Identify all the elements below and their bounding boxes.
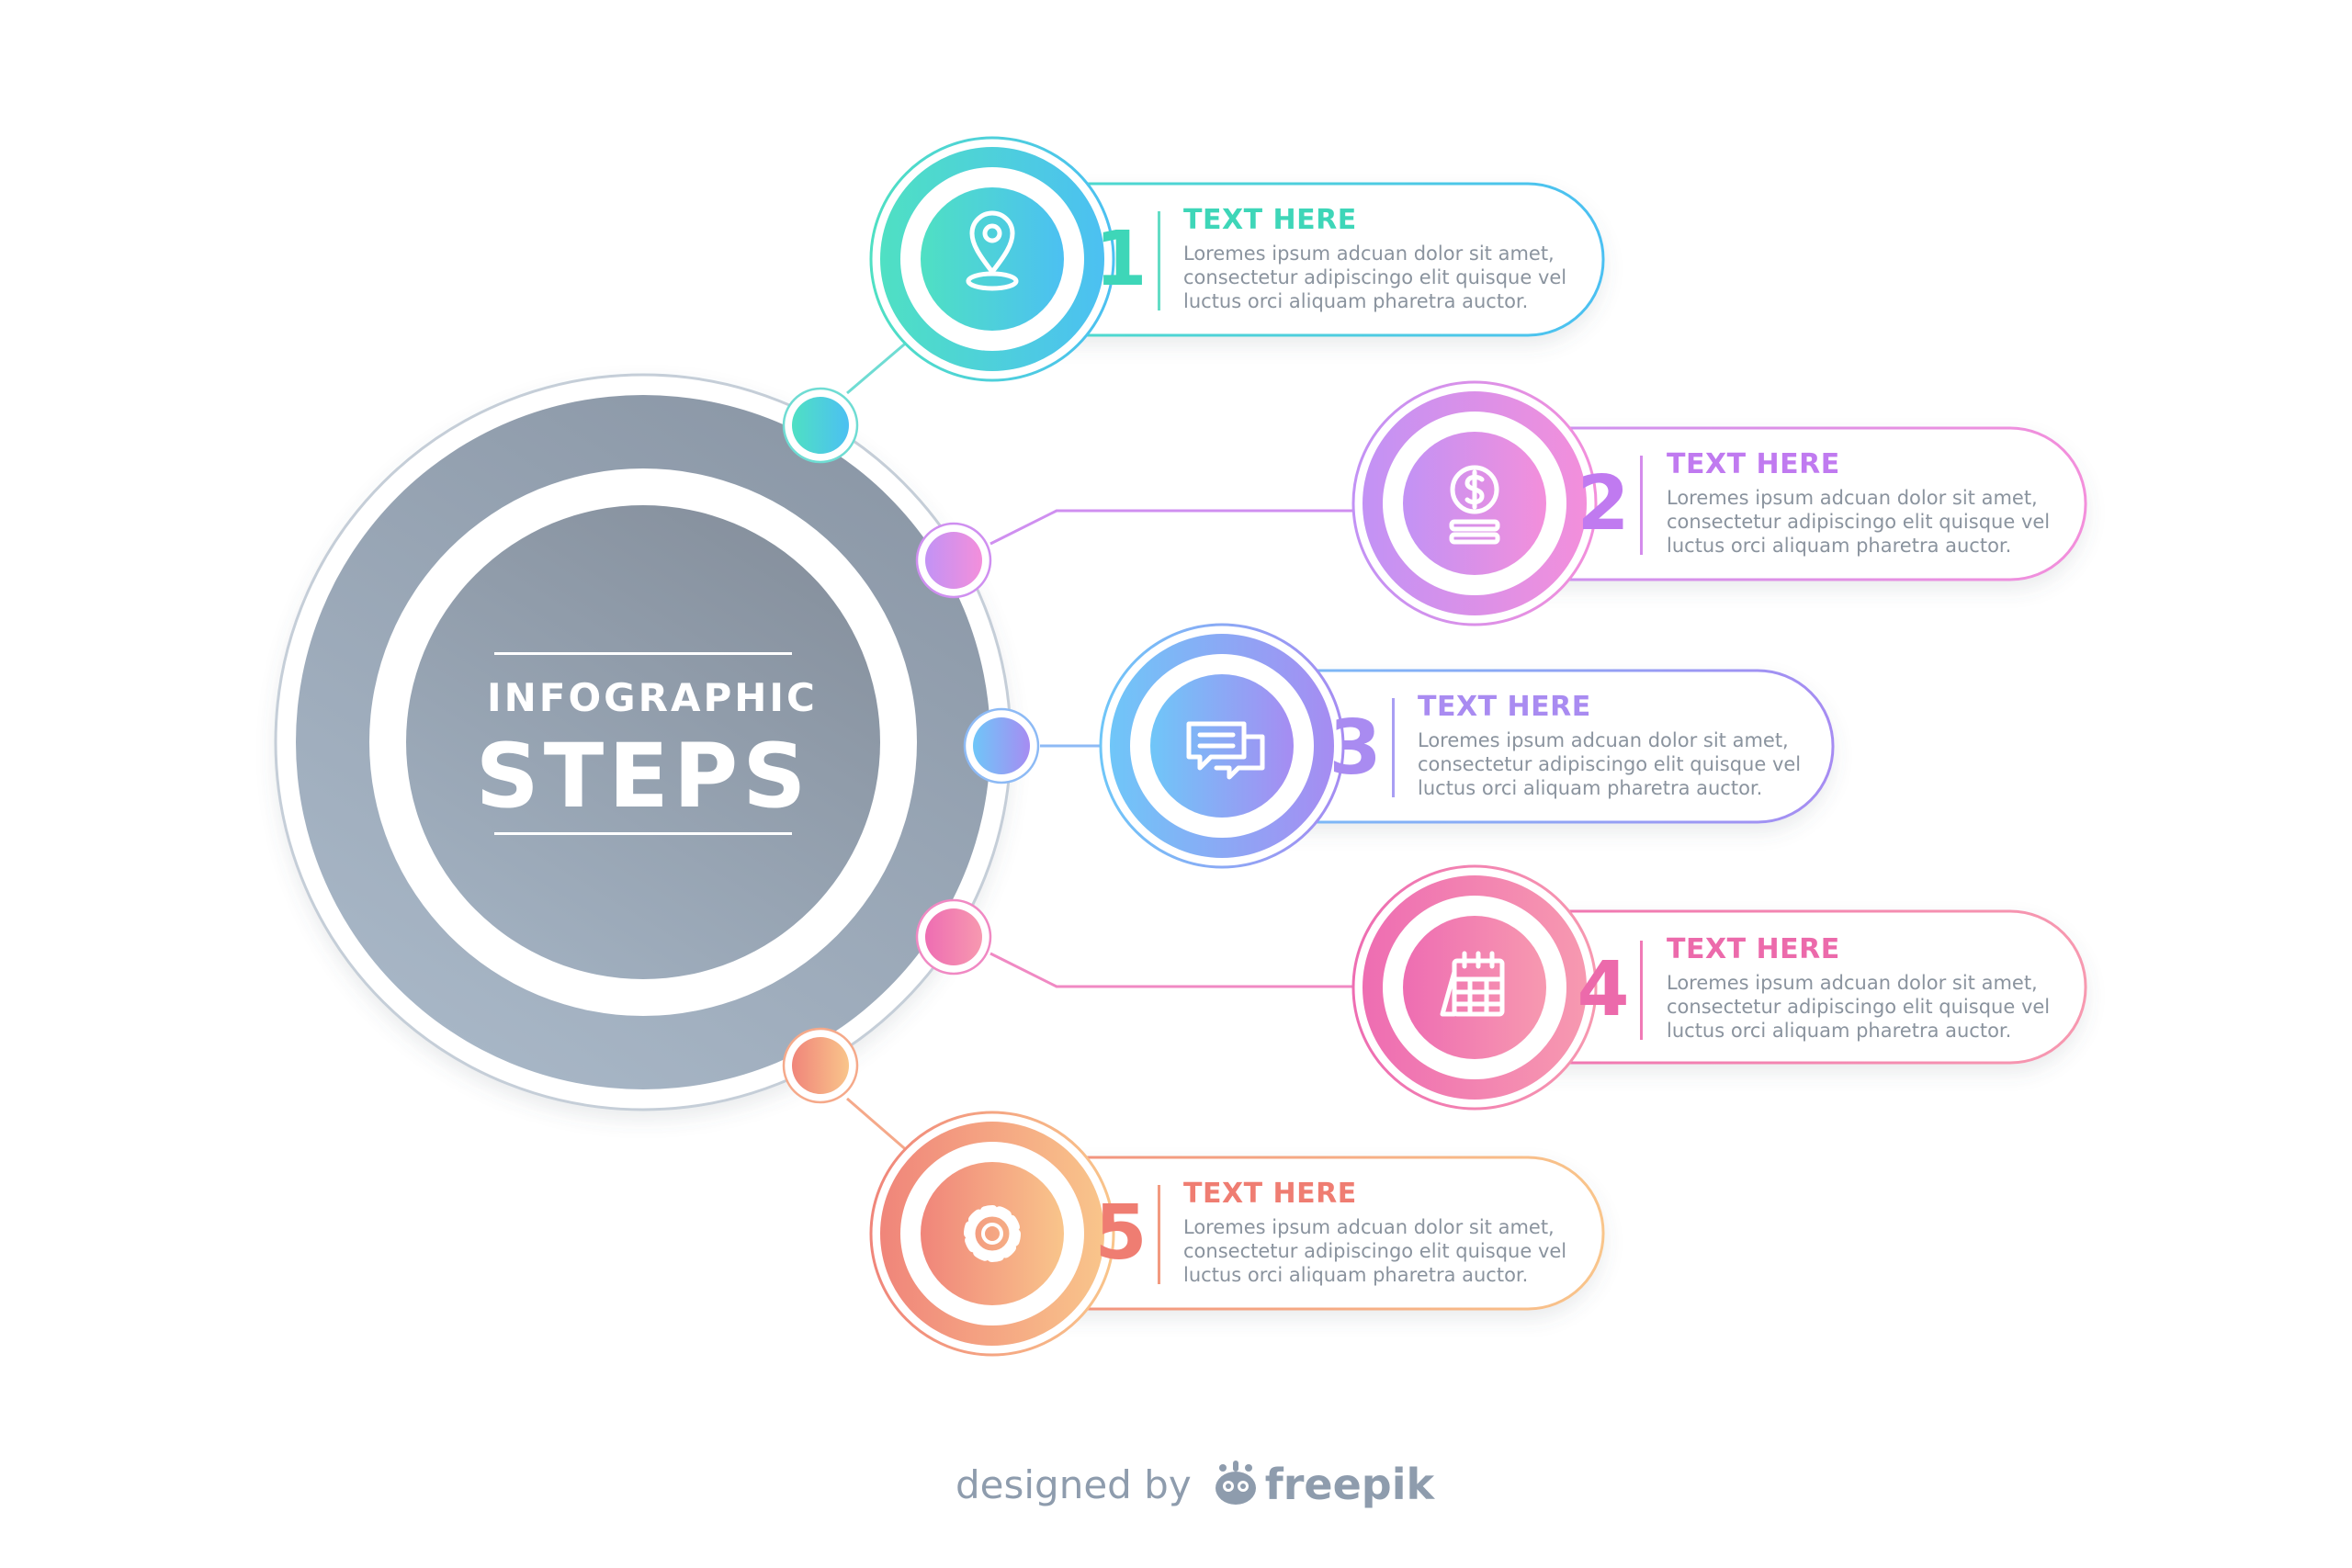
node-5 — [782, 1027, 859, 1104]
central-hub — [274, 373, 1012, 1111]
step-5-number: 5 — [1094, 1190, 1148, 1277]
dollar-coin-icon — [1449, 465, 1500, 545]
credit-prefix: designed by — [956, 1461, 1192, 1507]
chat-bubbles-icon — [1186, 721, 1265, 780]
step-5 — [869, 1111, 1605, 1357]
hub-bottom-rule — [494, 832, 792, 835]
step-2-body: Loremes ipsum adcuan dolor sit amet, con… — [1667, 487, 2051, 557]
node-3 — [963, 707, 1040, 784]
step-2-title: TEXT HERE — [1667, 448, 1840, 480]
hub-title-line1: INFOGRAPHIC — [487, 675, 818, 720]
hub-nodes — [782, 387, 1040, 1104]
step-1-title: TEXT HERE — [1183, 204, 1357, 236]
credit-line: designed by freepik — [956, 1457, 1434, 1512]
step-1-divider — [1158, 211, 1160, 310]
location-pin-icon — [966, 210, 1019, 291]
step-5-divider — [1158, 1185, 1160, 1284]
step-3-body: Loremes ipsum adcuan dolor sit amet, con… — [1418, 729, 1802, 799]
hub-title-line2: STEPS — [475, 725, 811, 828]
step-2-number: 2 — [1577, 460, 1630, 547]
step-2-divider — [1640, 456, 1643, 555]
freepik-logo-icon — [1216, 1461, 1256, 1505]
step-3-number: 3 — [1329, 705, 1382, 792]
step-5-body: Loremes ipsum adcuan dolor sit amet, con… — [1183, 1216, 1567, 1286]
connectors — [846, 338, 1369, 1155]
step-4-number: 4 — [1577, 946, 1630, 1033]
calendar-icon — [1440, 951, 1505, 1017]
connector-5 — [846, 1097, 910, 1155]
gear-icon — [964, 1205, 1021, 1262]
step-1-number: 1 — [1094, 216, 1148, 303]
step-3-divider — [1392, 698, 1395, 797]
step-4-title: TEXT HERE — [1667, 933, 1840, 965]
node-1 — [782, 387, 859, 464]
node-2 — [915, 522, 992, 599]
step-4-body: Loremes ipsum adcuan dolor sit amet, con… — [1667, 972, 2051, 1042]
step-2 — [1351, 380, 2087, 626]
step-1-body: Loremes ipsum adcuan dolor sit amet, con… — [1183, 243, 1567, 312]
hub-top-rule — [494, 652, 792, 655]
step-1 — [869, 136, 1605, 382]
credit-brand: freepik — [1264, 1460, 1435, 1509]
step-4 — [1351, 864, 2087, 1111]
connector-2 — [989, 509, 1369, 546]
step-3 — [1099, 623, 1835, 869]
step-5-title: TEXT HERE — [1183, 1178, 1357, 1210]
step-4-divider — [1640, 941, 1643, 1040]
connector-4 — [989, 952, 1369, 988]
node-4 — [915, 898, 992, 976]
step-3-title: TEXT HERE — [1418, 691, 1591, 723]
connector-1 — [846, 338, 910, 395]
